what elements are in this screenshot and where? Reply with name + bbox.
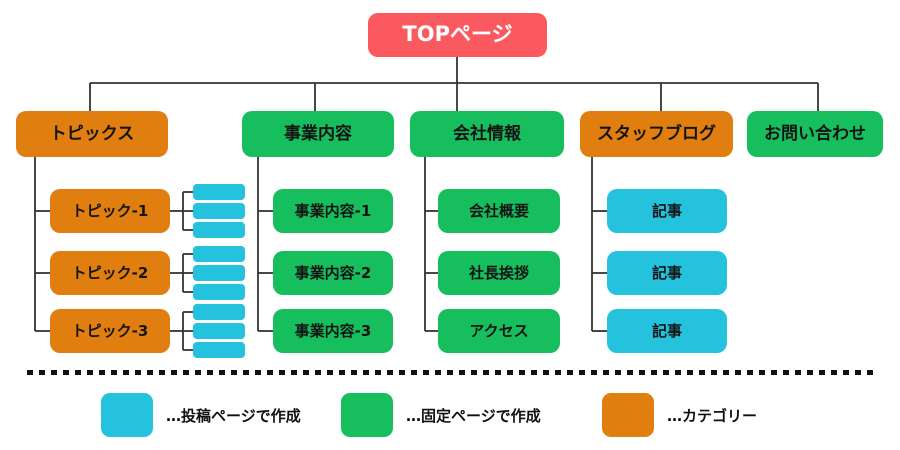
post-box <box>193 342 245 358</box>
node-company: 会社情報 <box>410 111 564 157</box>
node-access: アクセス <box>438 309 560 353</box>
node-top-page: TOPページ <box>368 13 547 57</box>
node-business-2: 事業内容-2 <box>273 251 393 295</box>
legend-swatch-category <box>602 393 654 437</box>
node-topic-2: トピック-2 <box>50 251 170 295</box>
node-article-1: 記事 <box>607 189 727 233</box>
node-staff-blog: スタッフブログ <box>580 111 733 157</box>
post-box <box>193 246 245 262</box>
post-box <box>193 265 245 281</box>
node-president-greeting: 社長挨拶 <box>438 251 560 295</box>
post-box <box>193 284 245 300</box>
post-box <box>193 184 245 200</box>
legend-label-fixed-page: …固定ページで作成 <box>406 406 541 425</box>
post-box <box>193 323 245 339</box>
node-article-2: 記事 <box>607 251 727 295</box>
node-topics: トピックス <box>16 111 168 157</box>
post-box <box>193 304 245 320</box>
node-topic-1: トピック-1 <box>50 189 170 233</box>
node-company-overview: 会社概要 <box>438 189 560 233</box>
node-topic-3: トピック-3 <box>50 309 170 353</box>
post-box <box>193 222 245 238</box>
node-business-3: 事業内容-3 <box>273 309 393 353</box>
node-business: 事業内容 <box>242 111 394 157</box>
legend-swatch-post-page <box>101 393 153 437</box>
legend-label-category: …カテゴリー <box>667 406 758 425</box>
legend-label-post-page: …投稿ページで作成 <box>166 406 301 425</box>
node-business-1: 事業内容-1 <box>273 189 393 233</box>
node-article-3: 記事 <box>607 309 727 353</box>
dotted-separator <box>27 370 873 375</box>
legend-swatch-fixed-page <box>341 393 393 437</box>
post-box <box>193 203 245 219</box>
node-contact: お問い合わせ <box>747 111 883 157</box>
